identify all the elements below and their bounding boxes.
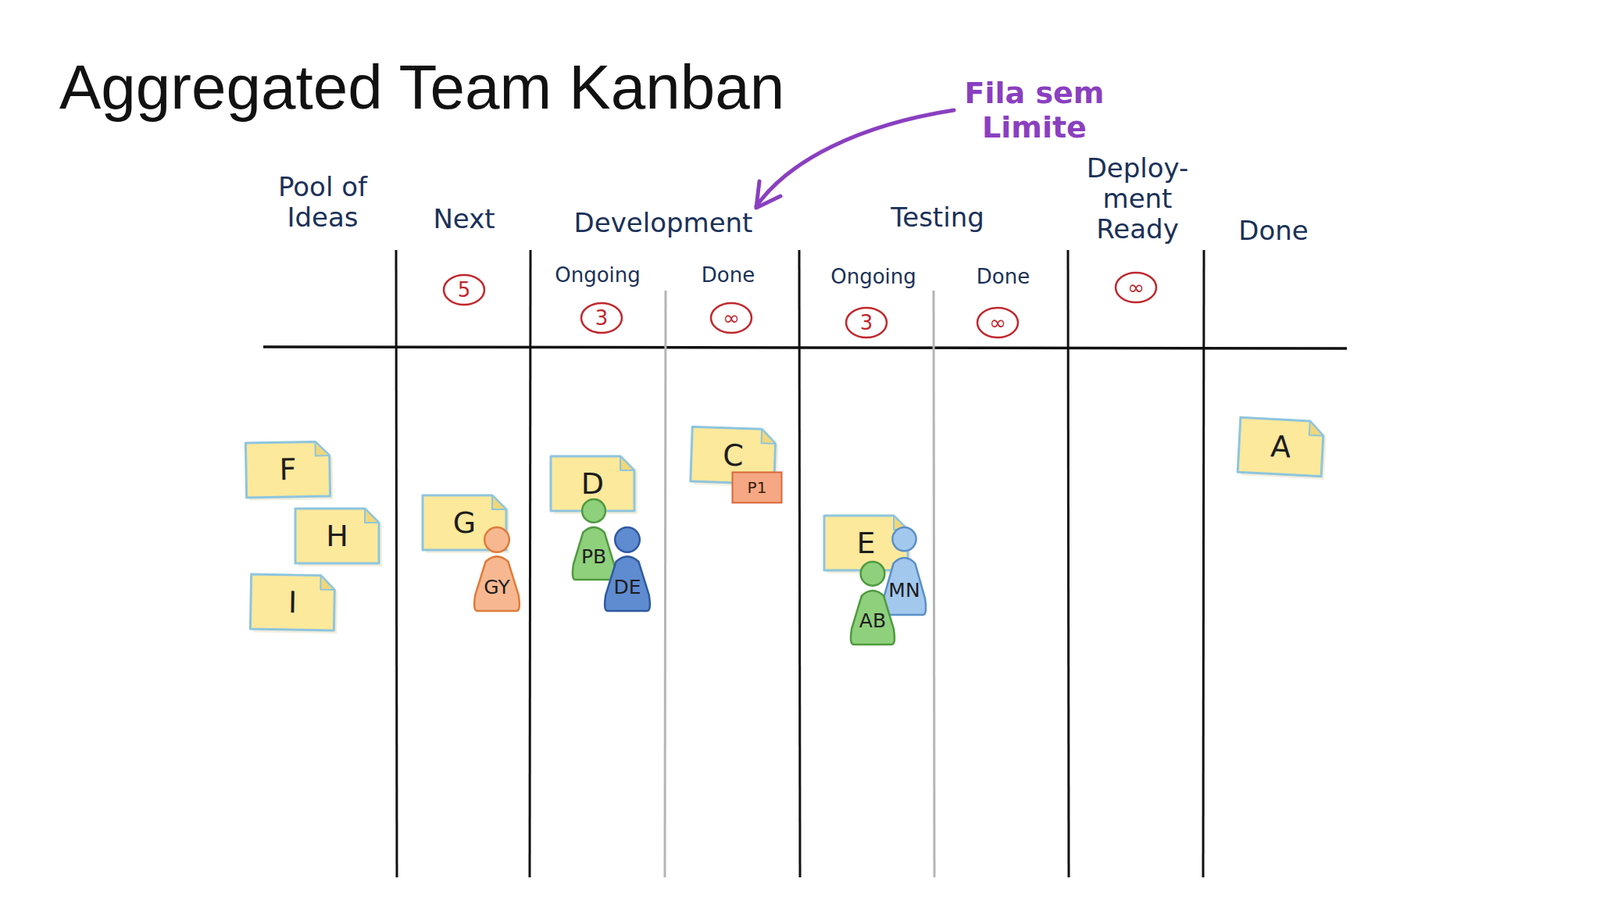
column-line [529, 250, 531, 878]
wip-limit-circle: ∞ [975, 306, 1020, 340]
token-head [614, 527, 640, 553]
wip-limit-circle: 5 [442, 273, 486, 307]
card-label: A [1235, 415, 1326, 479]
card-label: P1 [731, 471, 783, 504]
node-outline [601, 525, 654, 613]
subcolumn-header: Ongoing [810, 265, 936, 290]
wip-limit: ∞ [975, 306, 1020, 340]
wip-limit: 3 [579, 301, 624, 335]
column-line [1067, 250, 1069, 878]
node-outline [847, 559, 898, 647]
person-initials: MN [879, 571, 929, 610]
person-initials: AB [847, 603, 898, 640]
wip-limit-circle: 3 [579, 301, 624, 335]
column-line [799, 250, 800, 878]
sticky-note: I [248, 572, 336, 633]
wip-limit-circle: 3 [844, 306, 889, 340]
token-head [582, 499, 606, 523]
column-line [396, 250, 397, 878]
person-token: GY [471, 525, 523, 613]
node-outline [879, 525, 929, 617]
callout-arrowhead [756, 181, 781, 208]
person-token: AB [847, 559, 898, 647]
card-label: I [248, 572, 336, 633]
wip-limit-circle: ∞ [709, 301, 754, 335]
note-fold [761, 428, 777, 444]
token-head [892, 527, 916, 551]
diagram-title: Aggregated Team Kanban [59, 56, 785, 119]
column-header: Next [385, 203, 543, 235]
sticky-note: H [293, 507, 381, 565]
subcolumn-line [933, 290, 935, 878]
token-head [860, 561, 886, 586]
node-outline [569, 496, 618, 582]
column-header: Done [1203, 215, 1344, 247]
note-fold [1309, 421, 1325, 436]
column-header: Deploy- ment Ready [1075, 153, 1200, 245]
note-fold [492, 495, 507, 510]
person-initials: PB [569, 539, 618, 575]
sticky-note: A [1235, 415, 1326, 479]
callout-arrow [756, 110, 954, 207]
token-head [484, 527, 510, 553]
column-header: Pool of Ideas [274, 171, 372, 233]
wip-limit: ∞ [709, 301, 754, 335]
person-token: DE [601, 525, 654, 613]
subcolumn-header: Ongoing [535, 264, 661, 288]
note-fold [320, 575, 335, 590]
subcolumn-header: Done [940, 265, 1066, 290]
node-outline [471, 525, 523, 613]
column-header: Development [538, 207, 789, 239]
note-fold [364, 508, 379, 523]
wip-limit: ∞ [1114, 271, 1158, 304]
callout-note: Fila sem Limite [940, 76, 1129, 145]
header-divider [263, 346, 1347, 349]
note-fold [620, 456, 635, 471]
wip-limit-circle: ∞ [1114, 271, 1158, 304]
sticky-note: F [243, 439, 332, 500]
card-label: F [243, 439, 332, 500]
person-initials: GY [471, 568, 523, 606]
priority-tag: P1 [731, 471, 783, 504]
subcolumn-line [664, 290, 666, 878]
subcolumn-header: Done [665, 264, 791, 288]
person-token: MN [879, 525, 929, 617]
column-line [1203, 250, 1204, 878]
note-fold [314, 441, 329, 456]
wip-limit: 5 [442, 273, 486, 307]
card-label: H [293, 507, 381, 565]
person-initials: DE [601, 568, 654, 606]
wip-limit: 3 [844, 306, 889, 340]
column-header: Testing [835, 202, 1040, 233]
person-token: PB [569, 496, 618, 582]
